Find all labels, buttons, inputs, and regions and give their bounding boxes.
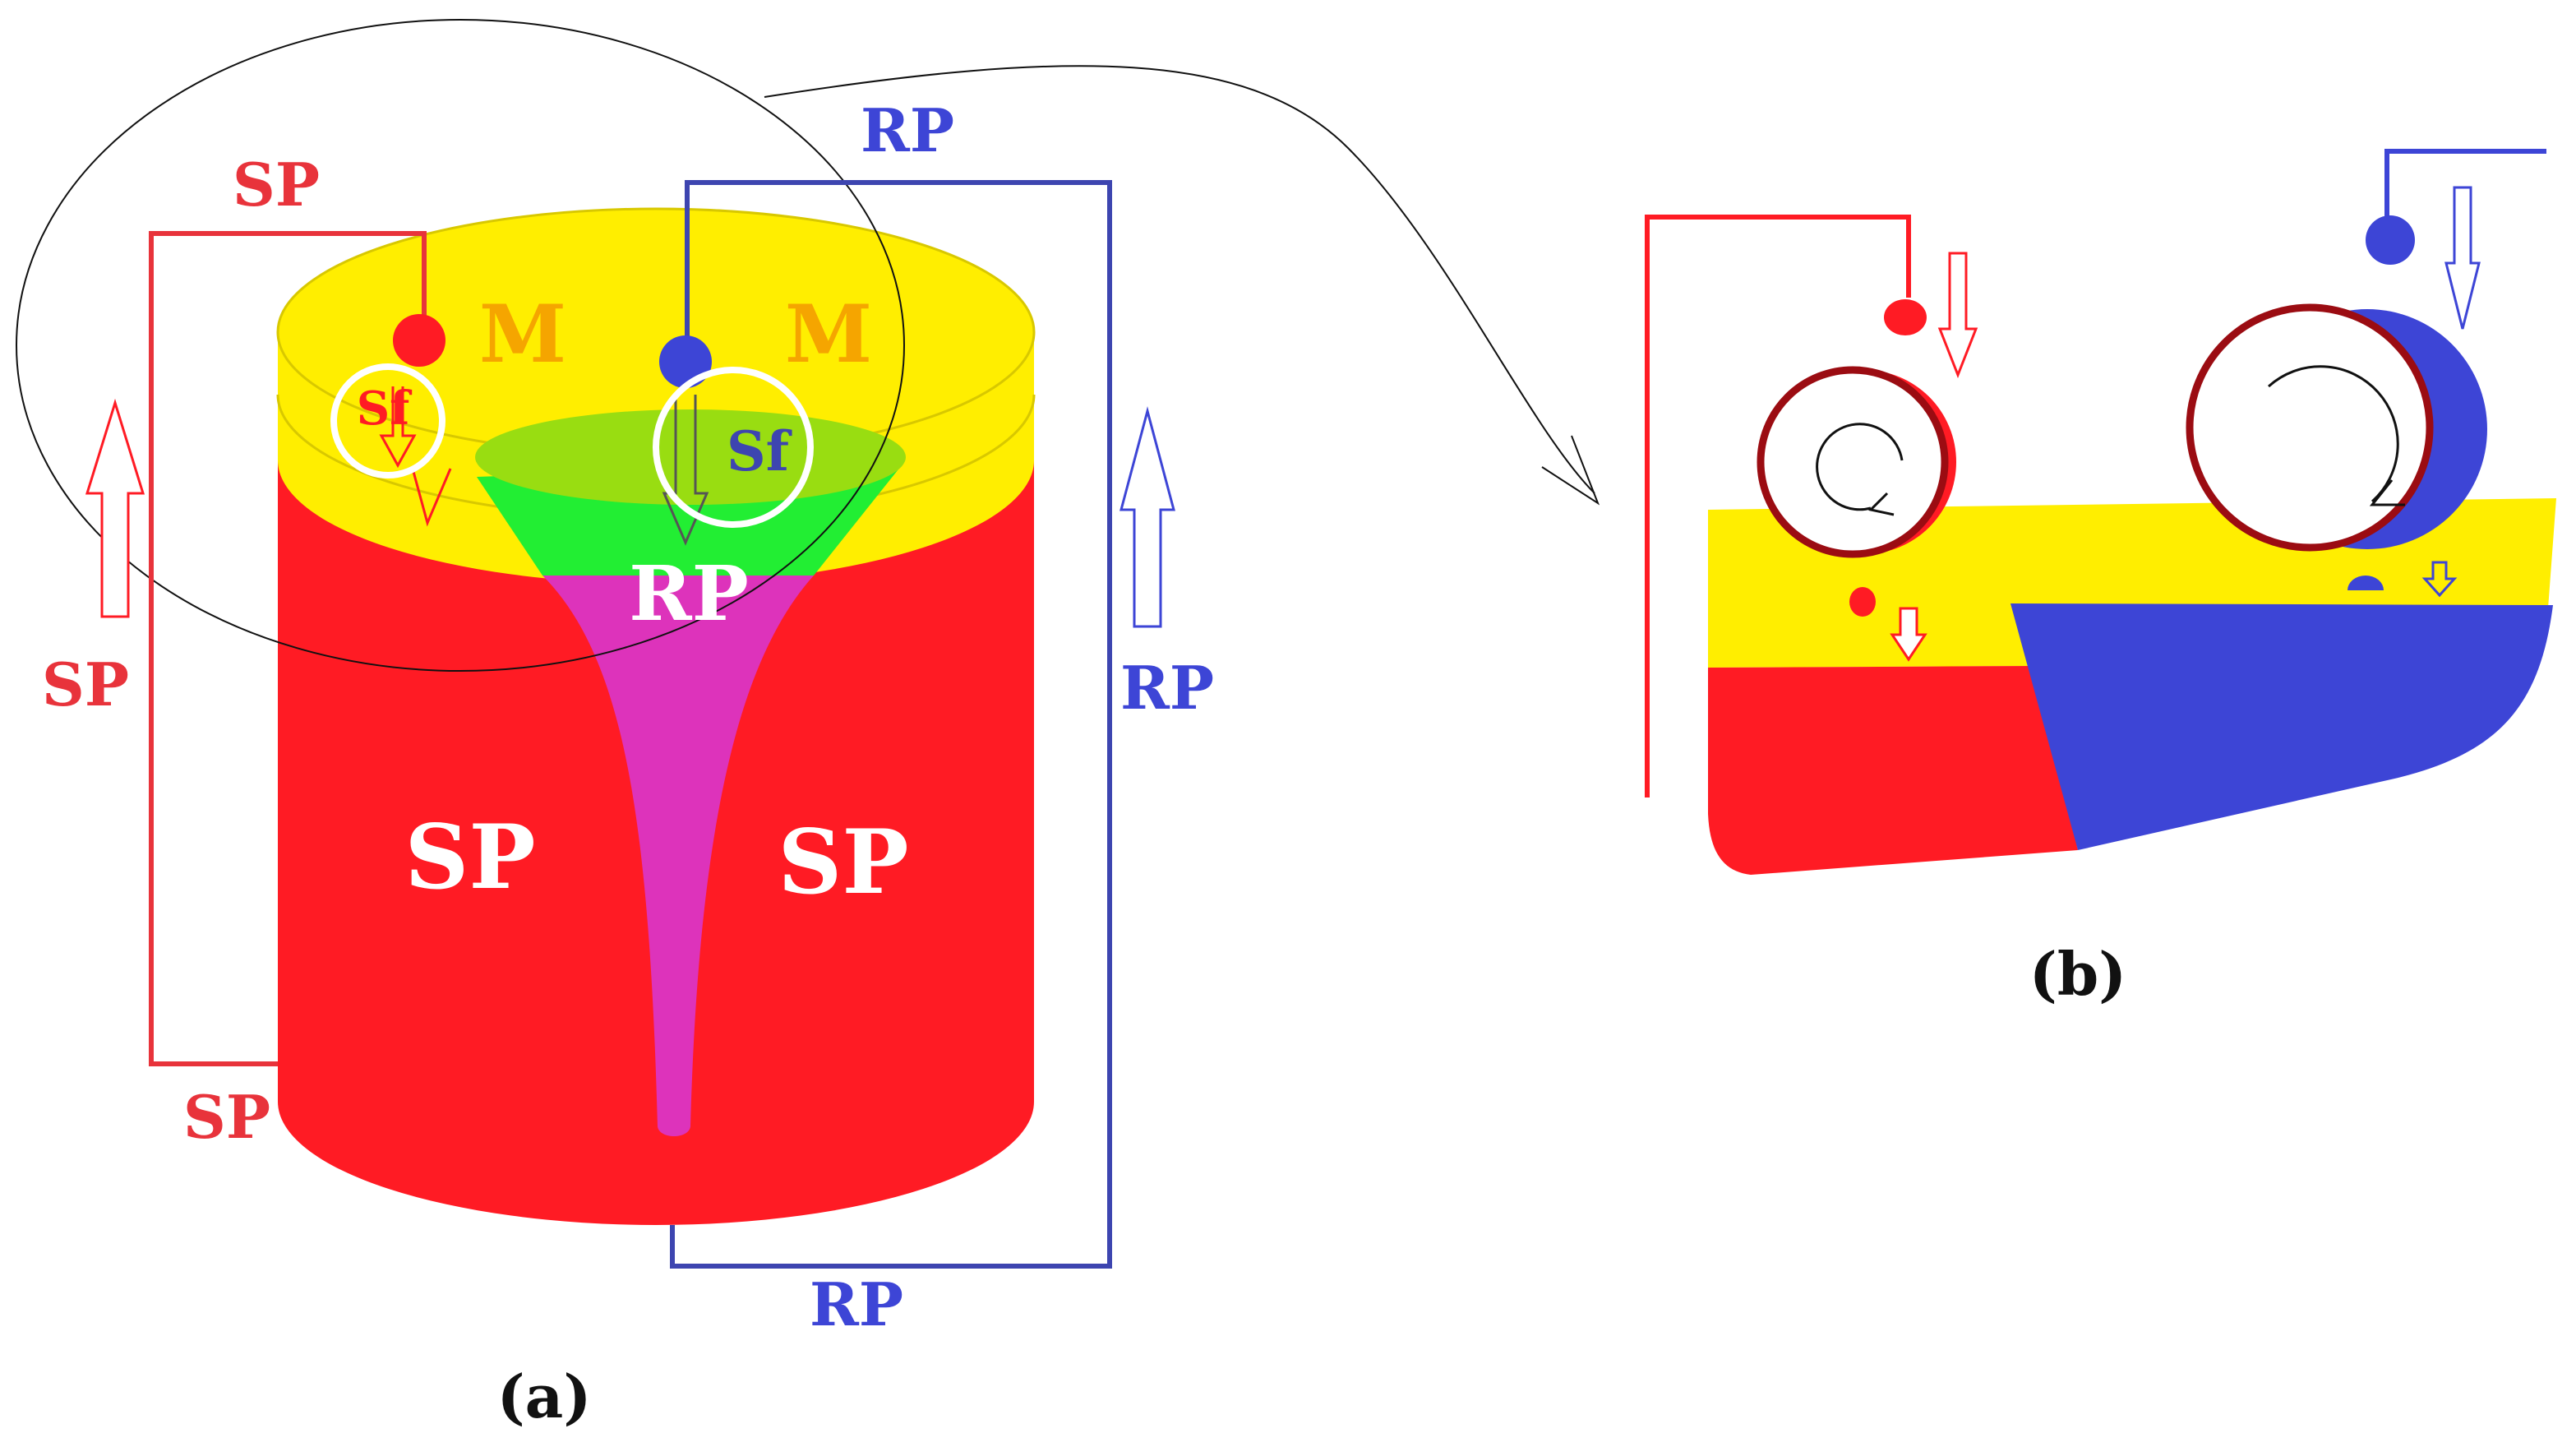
hollow-arrow-icon (1890, 252, 1978, 662)
rotation-arrow-icon (2267, 365, 2399, 503)
hollow-arrow-icon (85, 398, 145, 618)
caption-b: (b) (2029, 939, 2126, 1009)
sp-feed-line-b (1645, 215, 1911, 797)
label-sp-bottom: SP (183, 1082, 270, 1152)
label-sp-body-right: SP (778, 811, 908, 914)
label-rp-bottom: RP (810, 1269, 903, 1339)
sf-zone-circle-left (330, 363, 445, 478)
rp-nozzle-dot-icon (659, 335, 712, 388)
sp-nozzle-dot-icon (1884, 299, 1927, 335)
label-sf-right: Sf (727, 419, 792, 483)
rp-pool (2010, 603, 2553, 850)
rp-feed-line-b (2384, 149, 2546, 220)
label-sp-left: SP (42, 650, 129, 719)
label-rp-right: RP (1120, 653, 1214, 723)
label-m-right: M (785, 288, 872, 381)
hollow-arrow-icon (1119, 406, 1175, 628)
hollow-arrow-icon (662, 395, 709, 546)
rotation-arrow-icon (1816, 423, 1904, 511)
zoom-callout-ellipse (16, 19, 905, 672)
sp-nozzle-dot-icon (393, 314, 445, 367)
sp-pool (1708, 666, 2078, 875)
panel-b: (b) (1645, 149, 2556, 1009)
hollow-arrow-icon (379, 386, 452, 527)
rp-nozzle-dot-icon (2366, 215, 2415, 265)
roll-left (1757, 366, 1956, 558)
label-rp-core: RP (629, 549, 749, 638)
hollow-arrow-icon (2444, 186, 2481, 330)
sf-zone-circle-right (653, 367, 814, 528)
sp-feed-line (149, 231, 445, 1066)
zoom-connector-arrow (764, 65, 1595, 494)
label-sp-top: SP (233, 150, 320, 220)
label-sp-body-left: SP (404, 806, 535, 909)
label-sf-left: Sf (357, 381, 413, 436)
roll-right (2186, 303, 2487, 552)
label-m-left: M (479, 288, 566, 381)
panel-a: SP SP SP RP RP RP M M Sf Sf RP SP SP (a) (16, 19, 1600, 1431)
hollow-arrow-icon (2421, 561, 2458, 598)
sp-droplet-icon (1849, 587, 1876, 617)
rp-droplet-icon (2347, 576, 2384, 590)
label-rp-top: RP (861, 95, 954, 165)
caption-a: (a) (497, 1361, 592, 1431)
